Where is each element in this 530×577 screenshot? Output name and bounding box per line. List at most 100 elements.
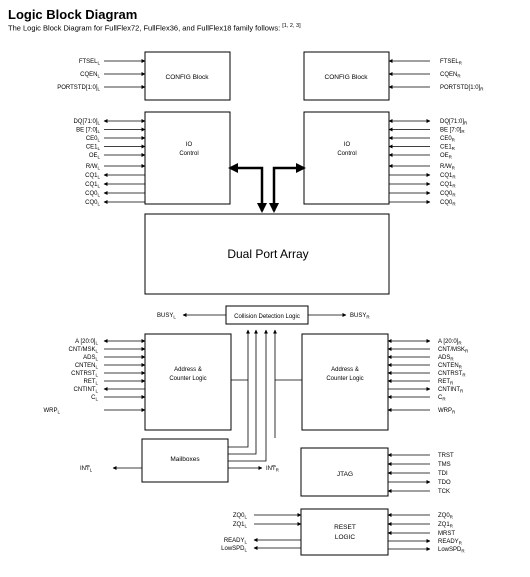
reset-left-zq-pin-1-label: ZQ1L (233, 522, 248, 529)
int-left-sub: L (90, 468, 93, 473)
io-left-top-pin-2-label: CE0L (86, 136, 101, 143)
address-counter-right (301, 333, 389, 431)
io-right-top-pin-0-label: DQ[71:0]R (440, 119, 468, 126)
io-right-bottom-pin-3-label: CQ0R (440, 191, 456, 198)
reset-left-pin-0-label-name: READY (224, 538, 245, 544)
reset-right-zq-pin-1-label: ZQ1R (438, 522, 454, 529)
jtag-pin-0-label: TRST (438, 453, 454, 459)
io-right-top-pin-1-label-sub: R (461, 129, 465, 134)
addr-left-pin-5-label-sub: L (95, 381, 98, 386)
io-left-top-pin-3-label-name: CE1 (86, 145, 98, 151)
io-left-top-pin-4-label: OEL (89, 153, 101, 160)
addr-right-pin-4-label-sub: R (462, 373, 466, 378)
addr-left-pin-4-label-sub: L (95, 373, 98, 378)
reset-right-zq-pin-0-label: ZQ0R (438, 513, 454, 520)
busy-left-sub: L (173, 315, 176, 320)
addr-left-pin-3-label: CNTENL (75, 363, 99, 370)
busy-right-sub: R (366, 315, 370, 320)
io-left-top-pin-3-label-sub: L (97, 146, 100, 151)
mailbox-wire-1 (228, 329, 250, 448)
addr-right-wrp-pin-0-label: WRPR (438, 408, 456, 415)
addr-left-pin-0-label-name: A [20:0] (75, 339, 96, 345)
addr-left-pin-6-label-sub: L (95, 389, 98, 394)
io-left-bottom-pin-0-label-name: R/W (86, 164, 98, 170)
io-right-top-pin-3-label-sub: R (452, 146, 456, 151)
addr-left-pin-0-label: A [20:0]L (75, 339, 98, 346)
addr-right-pin-4-label-name: CNTRST (438, 371, 463, 377)
page-title: Logic Block Diagram (8, 7, 138, 22)
reset-left-zq-pin-1-label-sub: L (244, 524, 247, 529)
io-right-top-pin-1-label: BE [7:0]R (440, 128, 465, 135)
io-right-top-pin-3-label-name: CE1 (440, 145, 452, 151)
addr-left-pin-1-label-sub: L (95, 349, 98, 354)
addr-left-wrp-pin-0-label-name: WRP (43, 408, 57, 414)
io-left-bottom-pin-4-label-sub: L (97, 202, 100, 207)
config-left-label: CONFIG Block (166, 74, 210, 81)
addr-right-pin-7-label: CR (438, 395, 446, 402)
io-right-bottom-pin-3-label-sub: R (452, 193, 456, 198)
io-right-bottom-pin-4-label-sub: R (452, 202, 456, 207)
io-right-bottom-pin-0-label-sub: R (452, 166, 456, 171)
io-left-top-pin-1-label: BE [7:0]L (76, 128, 100, 135)
config-right-pin-1-label-name: CQEN (440, 72, 457, 78)
addr-right-pin-7-label-name: C (438, 395, 443, 401)
reset-right-pin-2-label: LowSPDR (438, 547, 465, 554)
reset-right-zq-pin-0-label-sub: R (450, 515, 454, 520)
mailboxes-label: Mailboxes (170, 456, 200, 463)
io-left-bottom-pin-0-label-sub: L (97, 166, 100, 171)
io-right-top-pin-0-label-name: DQ[71:0] (440, 119, 464, 125)
config-left-pin-2-label-name: PORTSTD[1:0] (57, 85, 98, 91)
addr-left-pin-2-label-sub: L (95, 357, 98, 362)
io-control-left (144, 111, 231, 205)
jtag-label: JTAG (337, 471, 353, 478)
io-left-bottom-pin-3-label: CQ0L (85, 191, 100, 198)
io-right-top-pin-1-label-name: BE [7:0] (440, 128, 462, 134)
addr-left-pin-0-label-sub: L (95, 341, 98, 346)
io-left-top-pin-4-label-name: OE (89, 153, 98, 159)
io-left-top-pin-4-label-sub: L (97, 155, 100, 160)
config-right-pin-0-label-sub: R (459, 61, 463, 66)
io-left-label-1: IO (186, 142, 193, 148)
io-right-bottom-pin-3-label-name: CQ0 (440, 191, 453, 197)
addr-right-pin-5-label-name: RET (438, 379, 450, 385)
io-right-top-pin-4-label-name: OE (440, 153, 449, 159)
addr-right-label-1: Address & (331, 367, 359, 373)
addr-right-pin-2-label-name: ADS (438, 355, 450, 361)
page-subtitle: The Logic Block Diagram for FullFlex72, … (8, 23, 301, 33)
io-left-top-pin-0-label: DQ[71:0]L (73, 119, 100, 126)
io-left-label-2: Control (179, 151, 198, 157)
config-left-pin-1-label-sub: L (97, 74, 100, 79)
io-left-bus-arrow (228, 163, 267, 213)
io-right-bottom-pin-1-label-name: CQ1 (440, 173, 453, 179)
jtag-pin-0-label-name: TRST (438, 453, 454, 459)
addr-right-pin-4-label: CNTRSTR (438, 371, 466, 378)
config-left-pin-2-label-sub: L (97, 87, 100, 92)
addr-right-pin-0-label-name: A [20:0] (438, 339, 459, 345)
reset-right-pin-1-label-sub: R (459, 541, 463, 546)
reset-right-zq-pin-1-label-name: ZQ1 (438, 522, 450, 528)
io-left-top-pin-1-label-sub: L (97, 129, 100, 134)
io-right-bottom-pin-4-label-name: CQ0 (440, 200, 453, 206)
addr-right-pin-6-label-name: CNTINT (438, 387, 460, 393)
reset-label-1: RESET (334, 524, 356, 531)
io-right-top-pin-2-label: CE0R (440, 136, 456, 143)
addr-right-pin-1-label-sub: R (465, 349, 469, 354)
reset-right-pin-1-label: READYR (438, 539, 463, 546)
reset-logic-block (300, 508, 389, 556)
config-right-pin-1-label-sub: R (457, 74, 461, 79)
mailbox-wire-3 (228, 329, 268, 462)
config-right-pin-1-label: CQENR (440, 72, 461, 79)
io-left-bottom-pin-0-label: R/WL (86, 164, 101, 171)
io-right-top-pin-0-label-sub: R (464, 121, 468, 126)
address-counter-left (144, 333, 232, 431)
io-left-top-pin-3-label: CE1L (86, 145, 101, 152)
reset-right-zq-pin-1-label-sub: R (450, 524, 454, 529)
addr-left-pin-7-label-sub: L (95, 397, 98, 402)
config-block-left (144, 51, 231, 101)
addr-left-pin-2-label-name: ADS (83, 355, 95, 361)
jtag-pin-1-label-name: TMS (438, 462, 451, 468)
io-right-top-pin-3-label: CE1R (440, 145, 456, 152)
config-right-pin-0-label-name: FTSEL (440, 59, 459, 65)
addr-left-pin-4-label-name: CNTRST (71, 371, 96, 377)
